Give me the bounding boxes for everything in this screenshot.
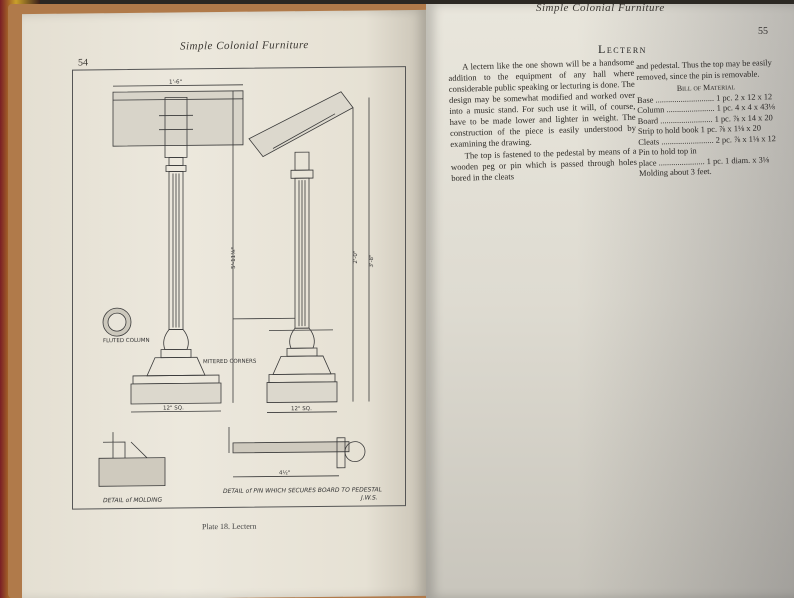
label-detail-pin: DETAIL of PIN WHICH SECURES BOARD TO PED… bbox=[223, 486, 382, 495]
pin-detail bbox=[232, 441, 350, 454]
bill-column: and pedestal. Thus the top may be easily… bbox=[636, 58, 789, 180]
left-page-number: 54 bbox=[78, 57, 88, 69]
label-detail-molding: DETAIL of MOLDING bbox=[103, 497, 162, 505]
left-running-head: Simple Colonial Furniture bbox=[180, 39, 309, 53]
paragraph-1: A lectern like the one shown will be a h… bbox=[448, 56, 637, 149]
continuation-text: and pedestal. Thus the top may be easily… bbox=[636, 58, 772, 82]
plate-drawing: FLUTED COLUMN MITERED CORNERS DETAIL of … bbox=[72, 66, 406, 510]
body-text-column: A lectern like the one shown will be a h… bbox=[448, 57, 637, 185]
page-title: Lectern bbox=[598, 42, 647, 56]
left-page: 54 Simple Colonial Furniture bbox=[22, 9, 426, 598]
right-running-head: Simple Colonial Furniture bbox=[536, 4, 665, 14]
dim-base-width-front: 12" SQ. bbox=[163, 405, 184, 411]
dim-pin: 4½" bbox=[279, 469, 290, 476]
right-page-number: 55 bbox=[758, 26, 768, 37]
dim-base-width-side: 12" SQ. bbox=[291, 406, 312, 412]
label-fluted-column: FLUTED COLUMN bbox=[103, 338, 150, 344]
lectern-drawing: FLUTED COLUMN MITERED CORNERS DETAIL of … bbox=[98, 79, 382, 505]
side-top-board bbox=[248, 91, 354, 158]
plate-caption: Plate 18. Lectern bbox=[202, 521, 257, 532]
dim-height-2: 3'-8" bbox=[369, 254, 375, 267]
dim-height-1: 5'-11⅞" bbox=[231, 247, 237, 269]
dim-column: 2'-0" bbox=[353, 251, 359, 264]
open-book: 54 Simple Colonial Furniture bbox=[8, 4, 794, 598]
label-mitered-corners: MITERED CORNERS bbox=[203, 359, 257, 366]
dim-top: 1'-6" bbox=[169, 79, 182, 85]
paragraph-2: The top is fastened to the pedestal by m… bbox=[450, 145, 637, 183]
label-initials: J.W.S. bbox=[360, 494, 378, 501]
right-page: Simple Colonial Furniture 55 Lectern A l… bbox=[426, 4, 794, 598]
molding-detail bbox=[98, 457, 166, 487]
front-top-board bbox=[112, 90, 244, 147]
